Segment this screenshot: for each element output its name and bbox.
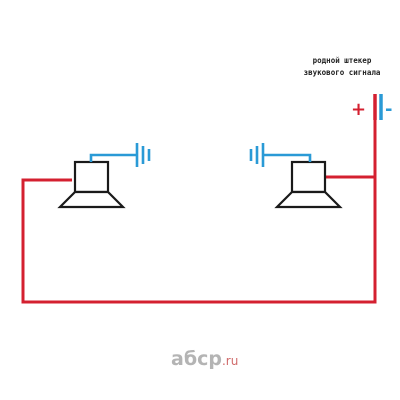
connector-caption-line-2: звукового сигнала: [303, 68, 381, 77]
right-horn-speaker-icon: [274, 160, 343, 209]
connector-terminal-icon: [373, 94, 383, 120]
logo-domain-text: .ru: [221, 354, 239, 368]
positive-polarity-label: +: [351, 99, 367, 120]
brand-logo: aбcp.ru: [171, 348, 238, 372]
left-ground-symbol-icon: [89, 143, 151, 167]
left-horn-speaker-icon: [57, 160, 126, 209]
negative-polarity-label: -: [385, 99, 393, 120]
right-ground-symbol-icon: [249, 143, 312, 167]
connector-caption-line-1: родной штекер: [312, 56, 372, 65]
positive-wire: [21, 118, 377, 304]
logo-main-text: aбcp: [171, 348, 222, 370]
